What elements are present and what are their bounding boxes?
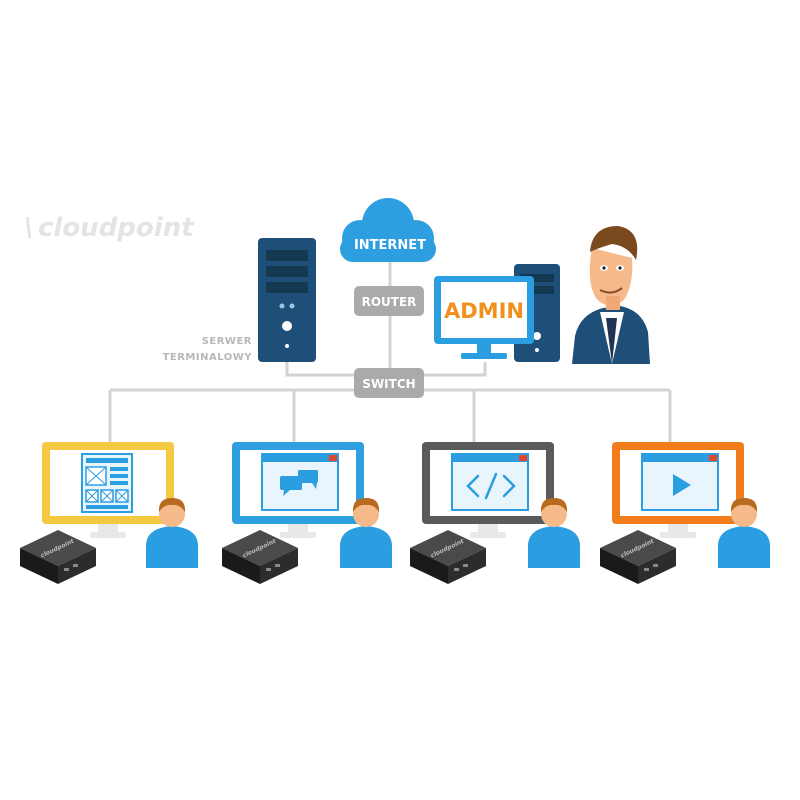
user-avatar-icon xyxy=(146,498,198,568)
server-label: SERWER TERMINALOWY xyxy=(163,336,253,363)
internet-cloud: INTERNET xyxy=(340,198,436,262)
switch-node: SWITCH xyxy=(354,368,424,398)
app-window-icon xyxy=(261,453,339,511)
thin-client-icon: cloudpoint xyxy=(222,530,298,584)
wireframe-layout-icon xyxy=(81,453,133,513)
router-label: ROUTER xyxy=(362,295,417,309)
router-node: ROUTER xyxy=(354,286,424,316)
workstation-1: cloudpoint xyxy=(20,442,198,584)
admin-workstation: ADMIN xyxy=(434,264,560,362)
logo-mark: \ xyxy=(24,213,34,243)
thin-client-icon: cloudpoint xyxy=(20,530,96,584)
user-avatar-icon xyxy=(528,498,580,568)
workstation-2: cloudpoint xyxy=(222,442,392,584)
cloudpoint-logo: \ cloudpoint xyxy=(24,213,195,243)
internet-label: INTERNET xyxy=(354,238,426,253)
admin-hair xyxy=(590,226,638,260)
app-window-icon xyxy=(641,453,719,511)
switch-label: SWITCH xyxy=(362,377,415,391)
chat-bubbles-icon xyxy=(280,470,318,496)
server-tower-icon xyxy=(258,238,316,362)
cloud-icon xyxy=(340,198,436,262)
admin-monitor-icon xyxy=(434,276,534,359)
user-avatar-icon xyxy=(718,498,770,568)
workstation-4: cloudpoint xyxy=(600,442,770,584)
thin-client-icon: cloudpoint xyxy=(410,530,486,584)
play-icon xyxy=(673,474,691,496)
server-label-line2: TERMINALOWY xyxy=(163,352,253,363)
thin-client-icon: cloudpoint xyxy=(600,530,676,584)
workstation-3: cloudpoint xyxy=(410,442,580,584)
admin-label: ADMIN xyxy=(444,299,524,323)
user-avatar-icon xyxy=(340,498,392,568)
app-window-icon xyxy=(451,453,529,511)
logo-text: cloudpoint xyxy=(38,213,195,243)
server-label-line1: SERWER xyxy=(202,336,252,347)
code-brackets-icon xyxy=(466,472,516,500)
admin-person xyxy=(572,226,650,364)
